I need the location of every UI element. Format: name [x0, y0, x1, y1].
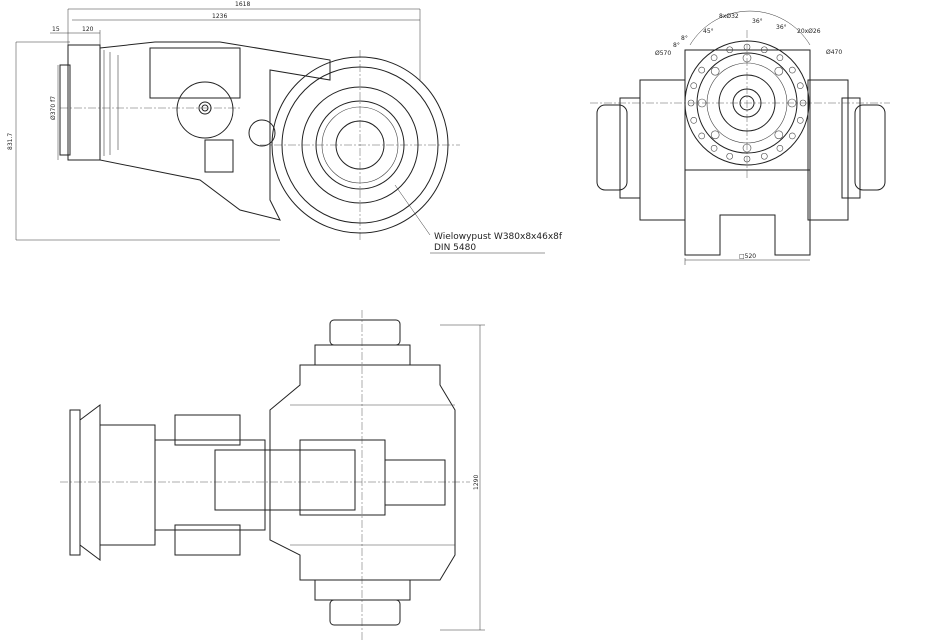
bolt-hole: [775, 67, 783, 75]
dim-angle-36a: 36°: [752, 18, 763, 25]
bolt-hole: [691, 83, 697, 89]
dim-angle-8b: 8°: [673, 42, 680, 49]
bolt-hole: [711, 145, 717, 151]
dim-angle-36b: 36°: [776, 24, 787, 31]
dim-pcd-outer: Ø570: [655, 50, 671, 57]
bolt-hole: [711, 131, 719, 139]
dim-width: 1290: [473, 475, 480, 490]
bolt-hole: [691, 117, 697, 123]
bolt-hole: [761, 153, 767, 159]
spline-note: Wielowypust W380x8x46x8f: [434, 232, 563, 242]
bolt-hole: [797, 83, 803, 89]
bolt-hole: [711, 67, 719, 75]
dim-offset: 120: [82, 26, 94, 33]
dim-diameter: Ø370 f7: [50, 96, 57, 120]
bolt-hole: [711, 55, 717, 61]
bolt-hole: [775, 131, 783, 139]
bolt-hole: [727, 153, 733, 159]
dim-angle-8a: 8°: [681, 35, 688, 42]
dim-overall-length: 1618: [235, 1, 250, 8]
front-view: [590, 11, 890, 265]
dim-pcd-inner: Ø470: [826, 49, 842, 56]
bolt-hole: [789, 133, 795, 139]
dim-holes-small: 20xØ26: [797, 28, 821, 35]
plan-view: [60, 310, 485, 640]
dim-height: 831.7: [7, 133, 14, 150]
bolt-hole: [789, 67, 795, 73]
bolt-hole: [777, 145, 783, 151]
dim-flange: 15: [52, 26, 60, 33]
dim-angle-45: 45°: [703, 28, 714, 35]
dim-length: 1236: [212, 13, 227, 20]
standard-note: DIN 5480: [434, 243, 476, 253]
bolt-hole: [699, 133, 705, 139]
bolt-hole: [797, 117, 803, 123]
dim-holes-large: 8xØ32: [719, 13, 739, 20]
dim-square: □520: [739, 253, 756, 260]
side-view: [16, 9, 545, 253]
bolt-hole: [699, 67, 705, 73]
bolt-hole: [777, 55, 783, 61]
